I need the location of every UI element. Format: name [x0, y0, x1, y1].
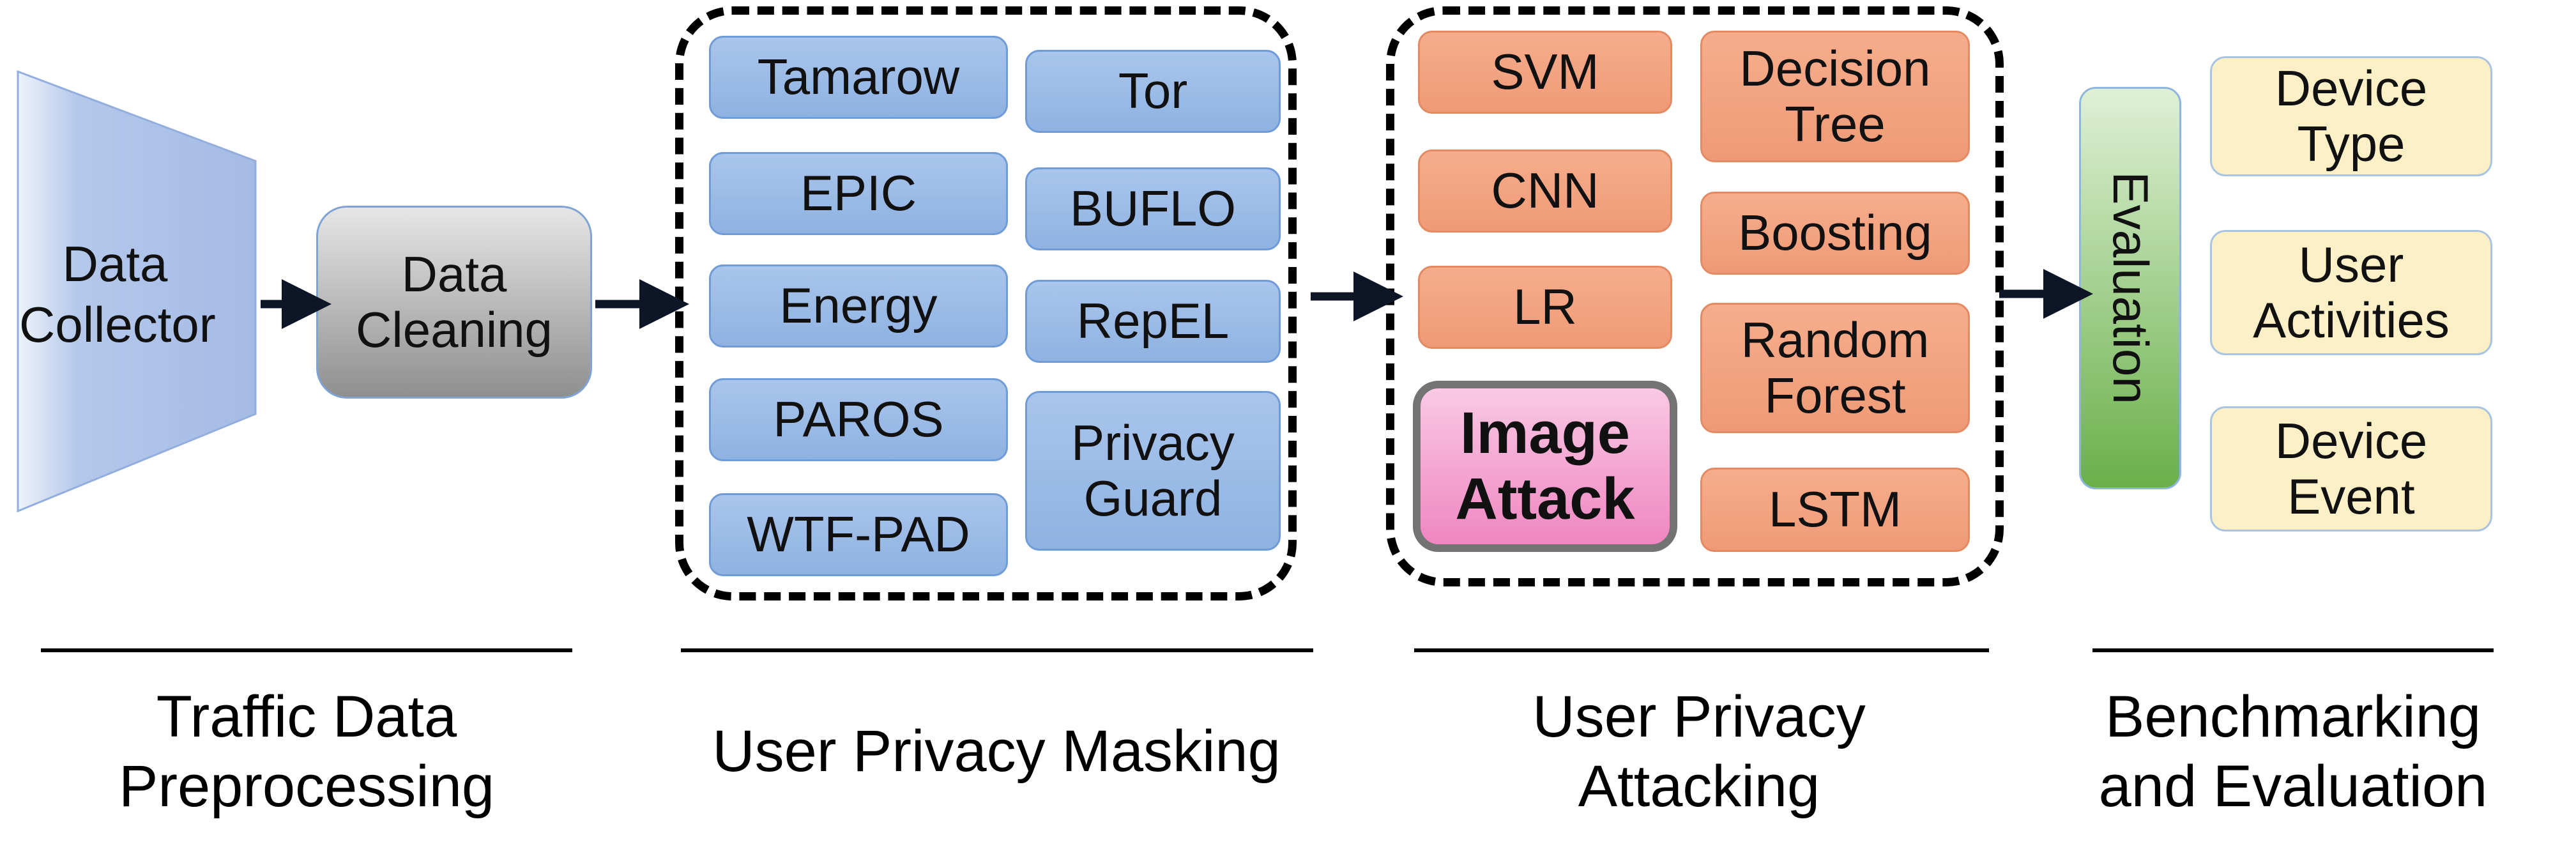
- attack-model-decision-tree: Decision Tree: [1700, 31, 1970, 162]
- evaluation-rule: [2092, 648, 2494, 652]
- attack-model-boosting: Boosting: [1700, 192, 1970, 275]
- attacking-caption: User Privacy Attacking: [1532, 684, 1866, 819]
- evaluation-box: Evaluation: [2079, 87, 2181, 489]
- masking-method-energy: Energy: [709, 264, 1008, 348]
- attack-model-random-forest: Random Forest: [1700, 303, 1970, 433]
- attack-model-svm: SVM: [1418, 31, 1672, 114]
- evaluation-target-device-type: Device Type: [2210, 56, 2492, 176]
- attack-model-cnn: CNN: [1418, 149, 1672, 233]
- masking-rule: [681, 648, 1313, 652]
- data-cleaning-box: Data Cleaning: [316, 206, 592, 399]
- masking-caption: User Privacy Masking: [712, 719, 1281, 784]
- attacking-group-frame: [1386, 6, 2004, 586]
- masking-method-wtf-pad: WTF-PAD: [709, 493, 1008, 576]
- preprocessing-rule: [41, 648, 572, 652]
- data-collector-shape: [17, 70, 257, 513]
- attack-model-lr: LR: [1418, 266, 1672, 349]
- masking-method-buflo: BUFLO: [1025, 167, 1281, 250]
- image-attack-box: Image Attack: [1413, 381, 1677, 552]
- masking-method-epic: EPIC: [709, 152, 1008, 235]
- masking-method-paros: PAROS: [709, 378, 1008, 461]
- masking-method-privacy-guard: Privacy Guard: [1025, 391, 1281, 551]
- masking-method-repel: RepEL: [1025, 280, 1281, 363]
- evaluation-caption: Benchmarking and Evaluation: [2098, 684, 2488, 819]
- preprocessing-caption: Traffic Data Preprocessing: [118, 684, 495, 819]
- attack-model-lstm: LSTM: [1700, 468, 1970, 552]
- attacking-rule: [1414, 648, 1989, 652]
- data-collector-label: Data Collector: [19, 236, 216, 353]
- masking-method-tor: Tor: [1025, 50, 1281, 133]
- evaluation-target-device-event: Device Event: [2210, 406, 2492, 532]
- evaluation-target-user-activities: User Activities: [2210, 230, 2492, 355]
- masking-method-tamarow: Tamarow: [709, 36, 1008, 119]
